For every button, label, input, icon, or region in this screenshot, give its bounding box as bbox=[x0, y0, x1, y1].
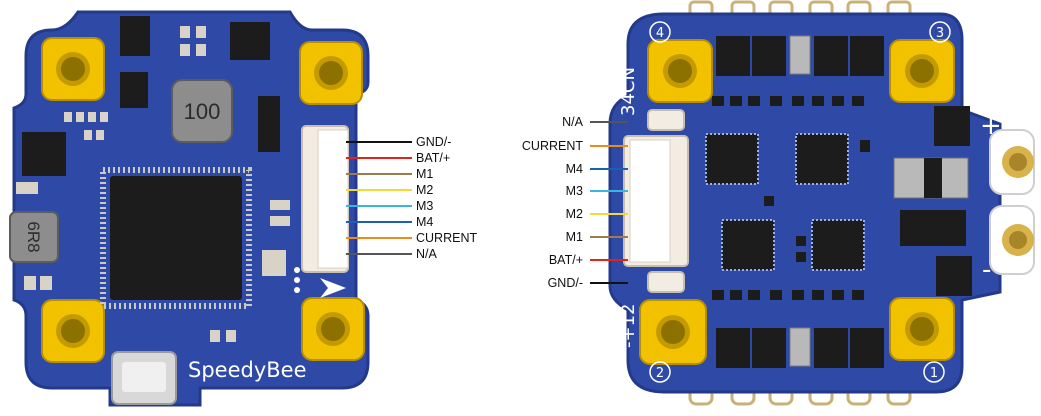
esc-connector bbox=[623, 135, 689, 267]
fc-mount-hole-br bbox=[301, 297, 365, 361]
esc-pin-label-m4: M4 bbox=[566, 162, 583, 176]
esc-silk-minus: - bbox=[982, 255, 991, 285]
fc-pin-labels: GND/- BAT/+ M1 M2 M3 M4 CURRENT N/A bbox=[346, 135, 477, 261]
fc-pin-label-m2: M2 bbox=[416, 183, 433, 197]
fc-chip-top2 bbox=[120, 72, 148, 108]
esc-mount-numbers: 4 3 2 1 bbox=[649, 21, 951, 383]
esc-pin-label-m3: M3 bbox=[566, 184, 583, 198]
fc-pin-label-bat: BAT/+ bbox=[416, 151, 450, 165]
esc-power-pad-plus bbox=[989, 129, 1035, 195]
fc-chip-right bbox=[230, 22, 270, 60]
esc-silk-plus: + bbox=[980, 111, 1002, 141]
fc-mcu-chip bbox=[100, 167, 252, 309]
fc-mount-hole-bl bbox=[41, 299, 105, 363]
fc-arrow-icon bbox=[320, 278, 346, 298]
esc-connector-latch-bottom bbox=[647, 271, 685, 293]
fc-pin-label-na: N/A bbox=[416, 247, 438, 261]
fc-mount-hole-tr bbox=[299, 41, 363, 105]
esc-pin-label-bat: BAT/+ bbox=[549, 253, 583, 267]
esc-board: 34CN -+12 + - 4 3 2 1 N/A CURRENT M4 M3 … bbox=[522, 0, 1035, 406]
esc-connector-latch-top bbox=[647, 109, 685, 131]
fc-chip-mid bbox=[258, 96, 280, 152]
esc-chip-right-mid bbox=[900, 210, 966, 246]
flight-controller-board: 100 6R8 SpeedyBee GND/- BAT/+ bbox=[9, 10, 477, 407]
esc-cap-top bbox=[789, 35, 811, 75]
esc-chip-right-bottom bbox=[936, 256, 972, 296]
esc-mount-hole-tr bbox=[889, 39, 955, 103]
esc-tvs-diode bbox=[893, 157, 969, 199]
esc-pin-label-m1: M1 bbox=[566, 230, 583, 244]
esc-mount-number-3: 3 bbox=[936, 26, 944, 41]
fc-inductor-side: 6R8 bbox=[9, 211, 59, 263]
fc-brand-label: SpeedyBee bbox=[188, 358, 307, 382]
esc-mosfets-bottom bbox=[716, 328, 884, 368]
esc-mount-hole-tl bbox=[647, 39, 713, 103]
esc-driver-chips bbox=[705, 133, 865, 271]
esc-pin-label-gnd: GND/- bbox=[548, 276, 583, 290]
esc-pin-label-na: N/A bbox=[562, 115, 584, 129]
fc-usb-port bbox=[111, 351, 177, 405]
esc-mount-hole-br bbox=[889, 297, 955, 361]
fc-inductor-side-label: 6R8 bbox=[24, 221, 43, 252]
fc-pin-label-m3: M3 bbox=[416, 199, 433, 213]
esc-pin-label-m2: M2 bbox=[566, 207, 583, 221]
esc-pin-labels: N/A CURRENT M4 M3 M2 M1 BAT/+ GND/- bbox=[522, 115, 628, 290]
esc-mount-hole-bl bbox=[639, 299, 707, 365]
fc-chip-left bbox=[22, 132, 66, 176]
esc-pin-label-current: CURRENT bbox=[522, 139, 583, 153]
fc-passives bbox=[16, 26, 290, 342]
fc-mount-hole-tl bbox=[41, 37, 105, 101]
fc-chip-top bbox=[120, 16, 150, 56]
fc-dots bbox=[294, 267, 300, 293]
esc-power-pad-minus bbox=[989, 205, 1035, 275]
fc-connector bbox=[301, 125, 349, 273]
esc-mount-number-2: 2 bbox=[656, 366, 664, 381]
fc-inductor-main-label: 100 bbox=[184, 99, 221, 124]
esc-cap-bottom bbox=[789, 327, 811, 367]
esc-passives bbox=[712, 96, 870, 300]
esc-mosfets-top bbox=[716, 36, 884, 76]
fc-pin-label-m1: M1 bbox=[416, 167, 433, 181]
esc-mount-number-4: 4 bbox=[656, 26, 664, 41]
esc-mount-number-1: 1 bbox=[930, 366, 938, 381]
fc-pin-label-m4: M4 bbox=[416, 215, 433, 229]
esc-chip-right-top bbox=[934, 106, 970, 146]
esc-silk-12v: -+12 bbox=[618, 304, 639, 348]
fc-pin-label-current: CURRENT bbox=[416, 231, 477, 245]
esc-silk-34cn: 34CN bbox=[618, 67, 639, 116]
fc-inductor-main: 100 bbox=[171, 79, 233, 143]
fc-pin-label-gnd: GND/- bbox=[416, 135, 451, 149]
